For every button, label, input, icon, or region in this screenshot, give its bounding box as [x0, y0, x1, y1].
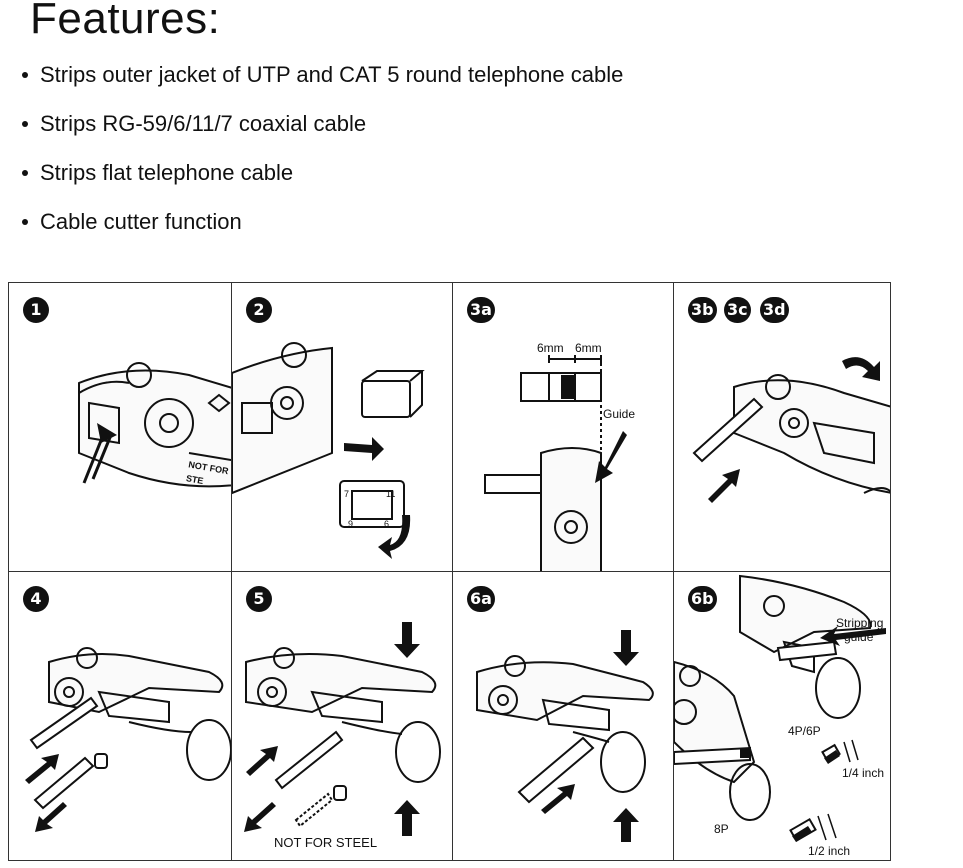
- bullet-icon: [22, 218, 28, 225]
- blade-label: 11: [386, 489, 396, 499]
- guide-label: Stripping: [836, 616, 884, 630]
- tool-illustration: [78, 362, 231, 488]
- guide-label: guide: [844, 630, 874, 644]
- panel-step-6a: 6a: [452, 571, 674, 861]
- tool-illustration: [244, 622, 441, 836]
- step-badge: 2: [246, 297, 272, 323]
- step-badge: 3a: [467, 297, 495, 323]
- step-badge: 3b: [688, 297, 717, 323]
- bullet-icon: [22, 169, 28, 176]
- tool-illustration: [674, 574, 886, 843]
- bullet-icon: [22, 120, 28, 127]
- step-badge: 6a: [467, 586, 495, 612]
- tool-illustration: [25, 647, 231, 832]
- page-title: Features:: [30, 0, 221, 43]
- warning-note: NOT FOR STEEL: [274, 835, 378, 850]
- step-badge: 3c: [724, 297, 751, 323]
- tool-illustration: [476, 630, 654, 842]
- feature-list: Strips outer jacket of UTP and CAT 5 rou…: [22, 50, 623, 246]
- step-badge: 1: [23, 297, 49, 323]
- step-badge: 6b: [688, 586, 717, 612]
- panel-step-2: 2 7 11 9 6: [231, 282, 453, 572]
- panel-step-4: 4: [8, 571, 232, 861]
- length-label: 1/4 inch: [842, 766, 885, 780]
- size-label: 8P: [714, 822, 729, 836]
- panel-step-3a: 3a 6mm 6mm Guide: [452, 282, 674, 572]
- blade-label: 6: [384, 519, 390, 529]
- step-badge: 5: [246, 586, 272, 612]
- tool-illustration: [484, 355, 627, 571]
- bullet-icon: [22, 71, 28, 78]
- guide-label: Guide: [603, 407, 636, 421]
- panel-step-6b: 6b Stripping guide 4P/6P 1/4 inch 8P 1/2…: [673, 571, 891, 861]
- feature-item: Strips flat telephone cable: [22, 148, 623, 197]
- tool-illustration: [232, 342, 425, 559]
- blade-label: 9: [348, 519, 354, 529]
- step-badge: 4: [23, 586, 49, 612]
- blade-label: 7: [344, 489, 350, 499]
- tool-illustration: [692, 357, 890, 503]
- feature-item: Strips outer jacket of UTP and CAT 5 rou…: [22, 50, 623, 99]
- length-label: 1/2 inch: [808, 844, 851, 858]
- panel-step-5: 5 NOT FOR STEEL: [231, 571, 453, 861]
- feature-item: Cable cutter function: [22, 197, 623, 246]
- measure-label: 6mm: [575, 341, 602, 355]
- panel-step-1: 1 NOT FOR STE: [8, 282, 232, 572]
- measure-label: 6mm: [537, 341, 564, 355]
- panel-step-3b: 3b 3c 3d: [673, 282, 891, 572]
- step-badge: 3d: [760, 297, 789, 323]
- feature-item: Strips RG-59/6/11/7 coaxial cable: [22, 99, 623, 148]
- size-label: 4P/6P: [788, 724, 821, 738]
